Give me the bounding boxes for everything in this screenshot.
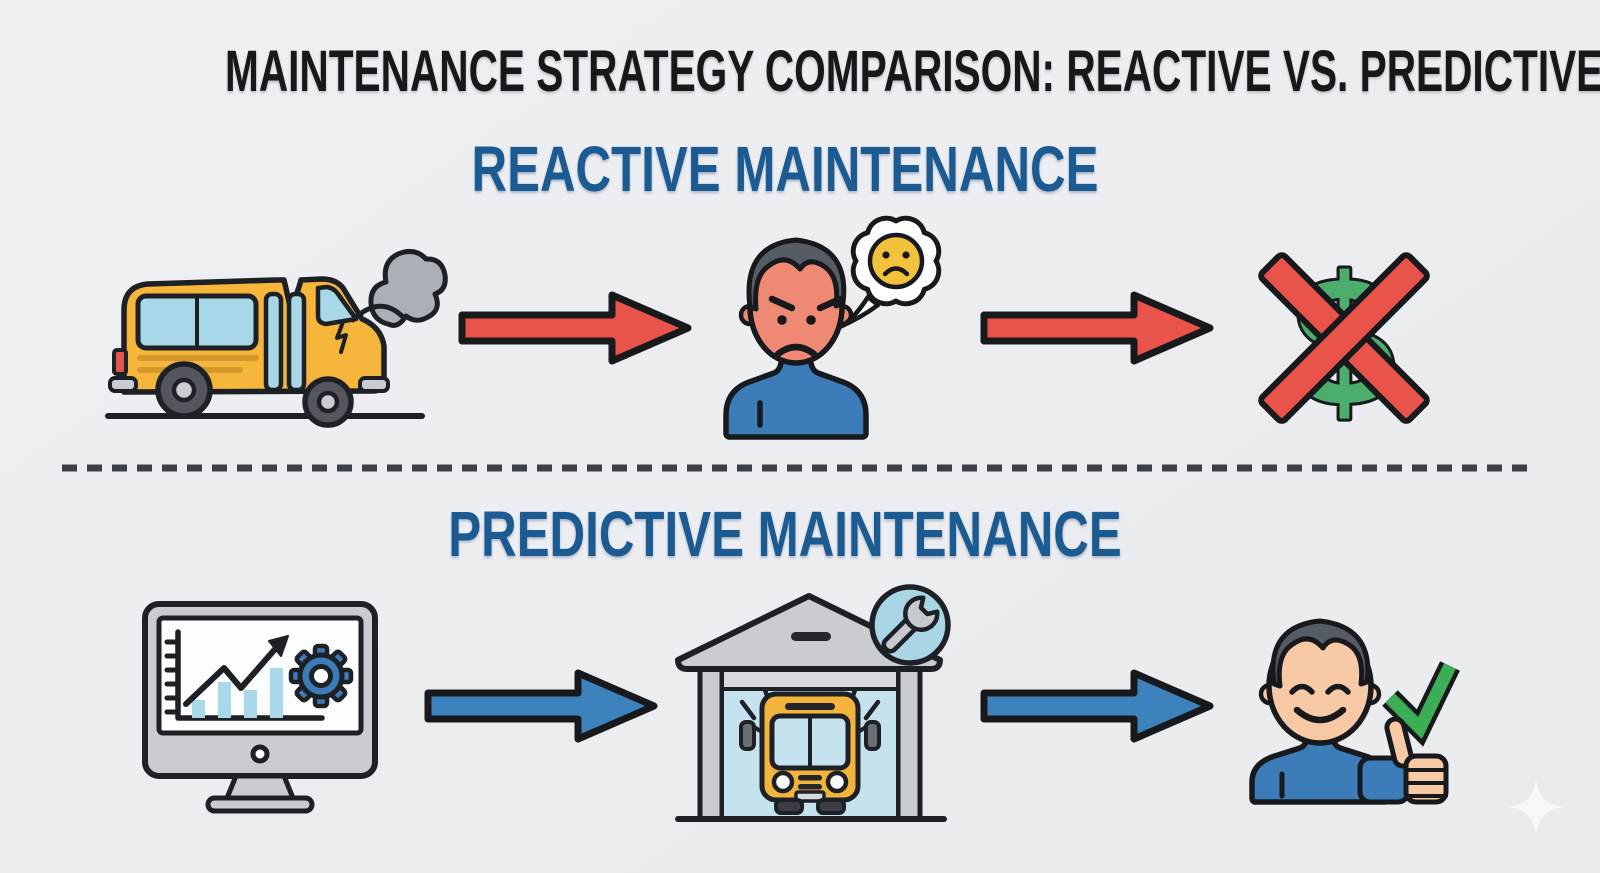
open-hood-line xyxy=(350,303,406,323)
hood-crack xyxy=(335,320,348,354)
hair xyxy=(1270,618,1371,689)
side-mirror xyxy=(739,720,756,751)
monitor-screen xyxy=(156,615,364,736)
section-divider xyxy=(62,464,1534,472)
predictive-heading: PREDICTIVE MAINTENANCE xyxy=(448,498,1122,570)
bus-front xyxy=(739,691,881,815)
arrow-right-icon xyxy=(458,291,692,365)
tail-light xyxy=(112,348,128,376)
headlight xyxy=(771,770,795,794)
side-mirror xyxy=(864,720,881,751)
speech-bubble-tail xyxy=(837,294,881,330)
no-money-icon: $ xyxy=(1258,238,1430,438)
bus-in-garage-icon xyxy=(675,584,951,822)
door-pane xyxy=(263,291,284,393)
monitor-base xyxy=(205,795,315,814)
power-button xyxy=(250,744,270,764)
monitor-neck xyxy=(224,773,296,801)
sparkle-icon xyxy=(1507,778,1565,836)
check-icon xyxy=(1382,661,1460,747)
hair xyxy=(746,237,847,312)
bus-wheel xyxy=(774,798,804,815)
red-cross xyxy=(1258,252,1430,424)
angry-customer-icon xyxy=(723,215,942,440)
arrow-right-icon xyxy=(424,669,658,743)
fist xyxy=(1403,753,1449,805)
trend-arrow xyxy=(183,645,279,707)
smile-mouth xyxy=(1293,706,1347,724)
happy-eye xyxy=(1289,683,1315,695)
happy-eye xyxy=(1325,683,1351,695)
arrow-right-icon xyxy=(980,291,1214,365)
front-bumper xyxy=(358,376,390,393)
frown-mouth xyxy=(774,343,818,358)
gear-icon xyxy=(288,643,354,709)
finger-lines xyxy=(1404,768,1448,798)
wrench-icon xyxy=(881,595,940,654)
rear-bumper xyxy=(108,376,138,393)
door-pane xyxy=(286,291,307,393)
trend-chart xyxy=(164,629,325,721)
wrench-badge xyxy=(869,584,951,666)
headlight xyxy=(825,770,849,794)
broken-bus-icon xyxy=(105,248,448,428)
garage-wall xyxy=(895,666,923,822)
angry-brow xyxy=(816,295,844,312)
analytics-monitor-icon xyxy=(142,601,378,814)
arrow-right-icon xyxy=(980,669,1214,743)
bus-wheel xyxy=(816,798,846,815)
smoke-puff xyxy=(368,248,448,328)
angry-brow xyxy=(768,295,796,312)
garage-wall xyxy=(697,666,725,822)
reactive-heading: REACTIVE MAINTENANCE xyxy=(471,133,1099,205)
sad-emoji-mouth xyxy=(882,266,910,277)
sad-emoji xyxy=(867,232,925,290)
happy-customer-icon xyxy=(1249,618,1460,805)
license-plate xyxy=(794,790,826,803)
main-title: MAINTENANCE STRATEGY COMPARISON: REACTIV… xyxy=(225,39,1600,104)
